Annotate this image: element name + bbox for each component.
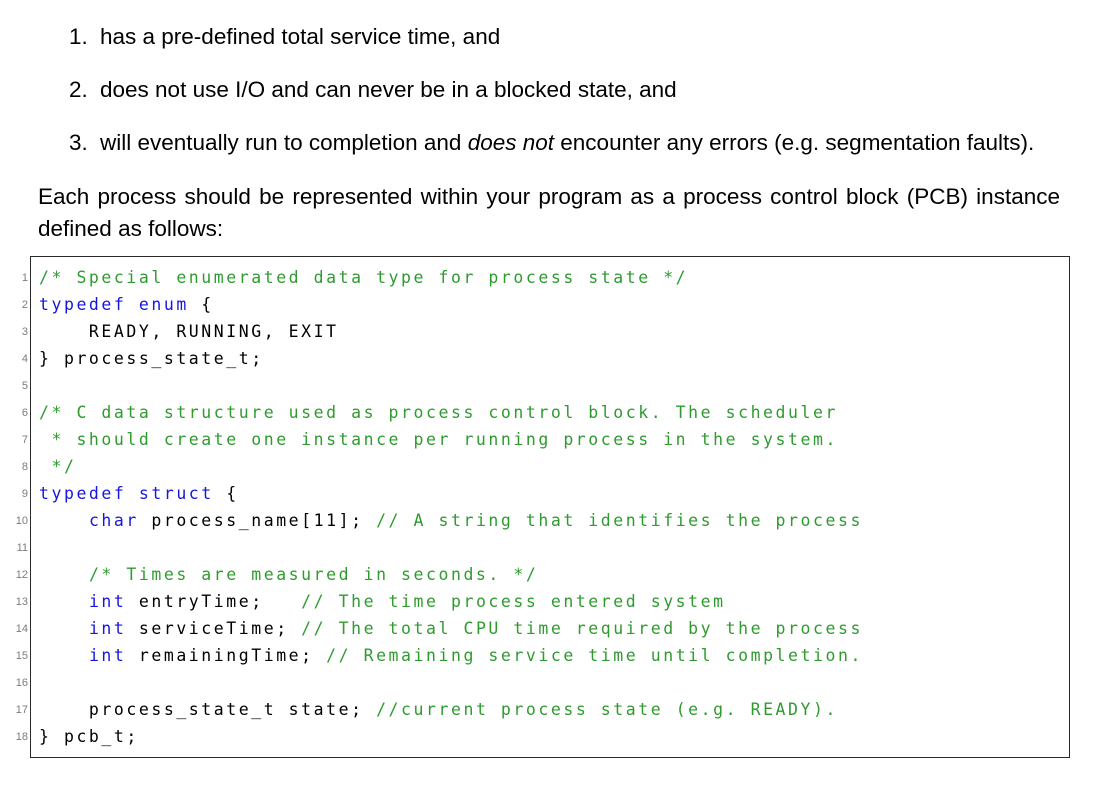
line-number: 3 (21, 326, 28, 338)
code-token: //current process state (e.g. READY). (376, 700, 838, 719)
code-token: typedef struct (39, 484, 214, 503)
item-text: will eventually run to completion and do… (100, 127, 1052, 159)
code-token: char (88, 511, 139, 530)
code-token: entryTime; (126, 592, 302, 611)
line-number: 11 (16, 542, 28, 554)
code-token: } process_state_t; (39, 349, 264, 368)
code-line: 14 int serviceTime; // The total CPU tim… (16, 615, 1065, 642)
code-token: remainingTime; (126, 646, 327, 665)
code-line: 11 (17, 534, 1065, 561)
code-token (39, 646, 89, 665)
line-number: 7 (21, 434, 28, 446)
line-number: 14 (15, 623, 28, 635)
code-token: */ (39, 457, 77, 476)
item-text: has a pre-defined total service time, an… (100, 21, 1052, 53)
code-token: int (88, 592, 127, 611)
line-number: 12 (15, 569, 28, 581)
code-line: 4 } process_state_t; (22, 345, 1065, 372)
line-number: 5 (21, 380, 28, 392)
text-segment: does not use I/O and can never be in a b… (100, 77, 677, 102)
code-token: process_state_t state; (39, 700, 377, 719)
line-number: 9 (21, 488, 28, 500)
code-line: 15 int remainingTime; // Remaining servi… (16, 642, 1065, 669)
emphasized-text: does not (467, 130, 555, 155)
code-line: 5 (22, 372, 1065, 399)
code-token (39, 565, 89, 584)
paragraph: Each process should be represented withi… (38, 184, 1060, 241)
code-line: 8 */ (22, 453, 1065, 480)
code-line: 1 /* Special enumerated data type for pro… (22, 264, 1065, 291)
text-segment: encounter any errors (e.g. segmentation … (554, 130, 1035, 155)
code-token: process_name[11]; (138, 511, 377, 530)
code-token: // Remaining service time until completi… (326, 646, 863, 665)
item-number: 3. (69, 130, 88, 155)
code-line: 9 typedef struct { (22, 480, 1065, 507)
code-line: 13 int entryTime; // The time process en… (16, 588, 1065, 615)
code-token: int (88, 646, 127, 665)
code-line: 7 * should create one instance per runni… (22, 426, 1065, 453)
item-number: 2. (69, 77, 88, 102)
list-item: 3. will eventually run to completion and … (69, 127, 1096, 159)
line-number: 2 (21, 299, 28, 311)
code-token: /* Times are measured in seconds. */ (88, 565, 539, 584)
line-number: 15 (15, 650, 28, 662)
code-line: 16 (16, 669, 1065, 696)
line-number: 18 (15, 731, 28, 743)
code-token: /* Special enumerated data type for proc… (39, 268, 689, 287)
line-number: 13 (15, 596, 28, 608)
code-line: 2 typedef enum { (22, 291, 1065, 318)
code-line: 17 process_state_t state; //current proc… (16, 696, 1065, 723)
code-token: typedef enum (39, 295, 189, 314)
code-token: serviceTime; (126, 619, 302, 638)
item-text: does not use I/O and can never be in a b… (100, 74, 1052, 106)
code-token: // A string that identifies the process (376, 511, 863, 530)
code-token (39, 619, 89, 638)
line-number: 16 (15, 677, 28, 689)
code-token: } pcb_t; (39, 727, 139, 746)
code-token: READY, RUNNING, EXIT (39, 322, 339, 341)
code-line: 10 char process_name[11]; // A string th… (16, 507, 1065, 534)
line-number: 8 (21, 461, 28, 473)
code-block: 1 /* Special enumerated data type for pro… (16, 256, 1070, 758)
line-number: 4 (21, 353, 28, 365)
code-token (39, 592, 89, 611)
document-page: 1. has a pre-defined total service time, … (16, 21, 1096, 758)
code-token: { (188, 295, 214, 314)
code-token: { (213, 484, 239, 503)
code-token: int (88, 619, 127, 638)
code-token: /* C data structure used as process cont… (39, 403, 838, 422)
list-item: 1. has a pre-defined total service time, … (69, 21, 1096, 53)
line-number: 10 (15, 515, 28, 527)
item-number: 1. (69, 24, 88, 49)
code-token: // The total CPU time required by the pr… (301, 619, 863, 638)
code-line: 12 /* Times are measured in seconds. */ (16, 561, 1065, 588)
code-token: * should create one instance per running… (39, 430, 838, 449)
line-number: 17 (15, 704, 28, 716)
code-line: 6 /* C data structure used as process con… (22, 399, 1065, 426)
line-number: 6 (21, 407, 28, 419)
code-token (39, 511, 89, 530)
list-item: 2. does not use I/O and can never be in a… (69, 74, 1096, 106)
text-segment: will eventually run to completion and (100, 130, 468, 155)
code-line: 3 READY, RUNNING, EXIT (22, 318, 1065, 345)
line-number: 1 (21, 272, 28, 284)
code-token: // The time process entered system (301, 592, 726, 611)
code-line: 18 } pcb_t; (16, 723, 1065, 750)
numbered-list: 1. has a pre-defined total service time, … (69, 21, 1096, 159)
text-segment: has a pre-defined total service time, an… (100, 24, 501, 49)
